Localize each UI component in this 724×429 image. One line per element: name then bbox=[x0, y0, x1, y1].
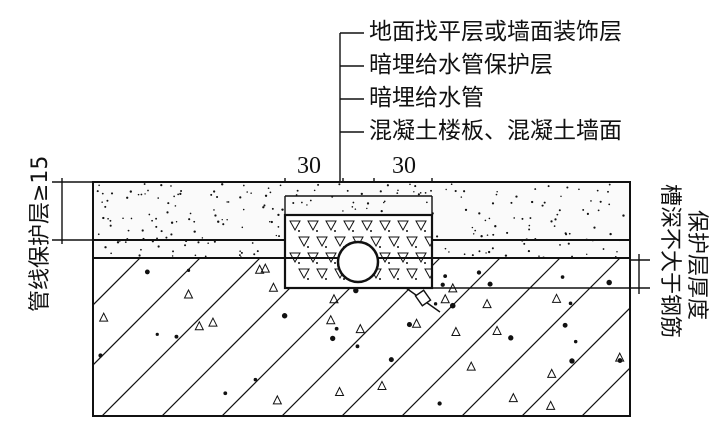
leader-label-concrete-slab: 混凝土楼板、混凝土墙面 bbox=[369, 118, 622, 144]
groove-depth-label-line1: 槽深不大于钢筋 bbox=[657, 184, 682, 338]
pipe-cover-label: 管线保护层≥15 bbox=[28, 156, 53, 312]
left-cover-dimension bbox=[52, 178, 93, 244]
leader-label-embedded-pipe: 暗埋给水管 bbox=[369, 85, 484, 111]
groove-depth-marker bbox=[405, 287, 441, 313]
right-depth-dimension bbox=[432, 254, 650, 294]
leader-label-pipe-protection-layer: 暗埋给水管保护层 bbox=[369, 52, 553, 78]
leader-label-finish-layer: 地面找平层或墙面装饰层 bbox=[369, 19, 622, 45]
groove-depth-label-line2: 保护层厚度 bbox=[684, 210, 709, 320]
dimension-right-30: 30 bbox=[392, 153, 416, 179]
dimension-left-30: 30 bbox=[297, 153, 321, 179]
embedded-pipe bbox=[336, 240, 380, 284]
